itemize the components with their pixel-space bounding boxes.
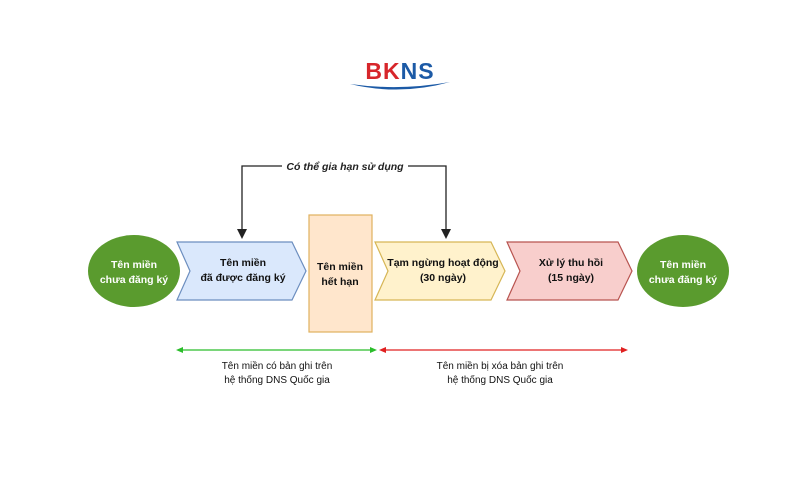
end-circle-line2: chưa đăng ký [649,274,717,286]
top-label: Có thể gia hạn sử dụng [286,161,404,173]
registered-chevron [176,241,307,301]
end-circle-line1: Tên miền [660,259,706,271]
start-circle-line2: chưa đăng ký [100,274,168,286]
expired-line2: hết hạn [321,276,358,288]
suspended-line2: (30 ngày) [420,272,466,284]
logo-swoosh-icon [350,82,450,90]
reclaim-line2: (15 ngày) [548,272,594,284]
logo-ns: NS [400,58,435,84]
end-circle [637,235,729,307]
red-range-line2: hệ thống DNS Quốc gia [447,374,553,386]
renewal-arrow-right-icon [441,229,451,239]
green-range-line1: Tên miền có bản ghi trên [222,360,333,372]
renewal-arrow-left-icon [237,229,247,239]
top-label-bg [282,158,408,174]
logo-text: BKNS [350,58,450,85]
start-circle-line1: Tên miền [111,259,157,271]
green-arrow-right-icon [370,347,377,353]
registered-line2: đã được đăng ký [200,272,285,284]
expired-line1: Tên miền [317,261,363,273]
logo-bk: BK [365,58,401,84]
start-circle [88,235,180,307]
suspended-line1: Tạm ngừng hoạt động [387,257,498,269]
red-arrow-right-icon [621,347,628,353]
reclaim-chevron [506,241,633,301]
red-arrow-left-icon [379,347,386,353]
green-range-line2: hệ thống DNS Quốc gia [224,374,330,386]
registered-line1: Tên miền [220,257,266,269]
red-range-line1: Tên miền bị xóa bản ghi trên [437,360,564,372]
green-arrow-left-icon [176,347,183,353]
expired-box [308,214,373,333]
bkns-logo: BKNS [340,58,460,98]
reclaim-line1: Xử lý thu hồi [539,257,603,269]
suspended-chevron [374,241,506,301]
